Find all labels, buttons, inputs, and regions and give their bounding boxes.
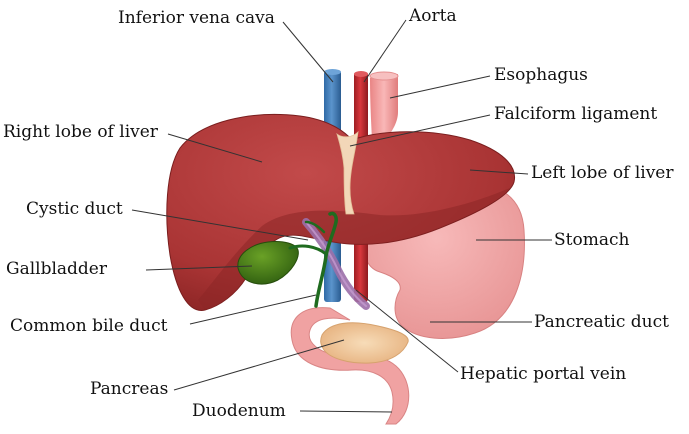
label-right-lobe: Right lobe of liver <box>3 122 158 142</box>
leader-duodenum <box>300 411 392 412</box>
label-hepatic-portal-vein: Hepatic portal vein <box>460 364 626 384</box>
label-gallbladder: Gallbladder <box>6 259 107 279</box>
label-duodenum: Duodenum <box>192 401 286 421</box>
esophagus-tube <box>370 74 398 140</box>
label-inferior-vena-cava: Inferior vena cava <box>118 8 275 28</box>
leader-inferior-vena-cava <box>283 22 333 82</box>
label-pancreatic-duct: Pancreatic duct <box>534 312 669 332</box>
leader-esophagus <box>390 76 490 98</box>
label-stomach: Stomach <box>554 230 629 250</box>
label-common-bile-duct: Common bile duct <box>10 316 167 336</box>
label-cystic-duct: Cystic duct <box>26 199 123 219</box>
label-aorta: Aorta <box>409 6 457 26</box>
label-esophagus: Esophagus <box>494 65 588 85</box>
label-left-lobe: Left lobe of liver <box>531 163 674 183</box>
label-falciform-ligament: Falciform ligament <box>494 104 657 124</box>
label-pancreas: Pancreas <box>90 379 168 399</box>
